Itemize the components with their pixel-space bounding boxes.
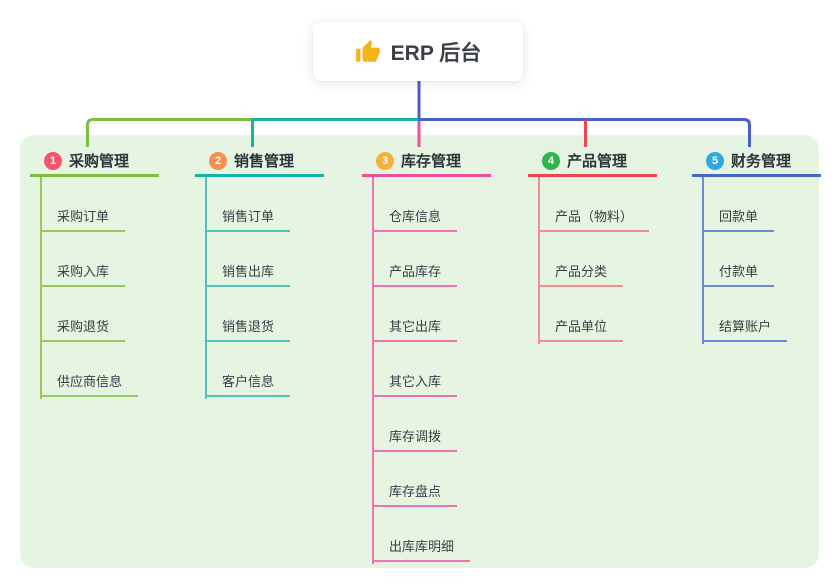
branch-column: 1 采购管理采购订单采购入库采购退货供应商信息 [30,147,165,399]
branch-label: 采购管理 [69,153,130,170]
leaf-row: 销售出库 [195,232,330,287]
branch-column: 2 销售管理销售订单销售出库销售退货客户信息 [195,147,330,399]
leaf-row: 采购退货 [30,287,165,342]
leaf-row: 其它入库 [362,342,497,397]
leaf-node[interactable]: 采购订单 [40,206,126,232]
branch-vertical-line [372,177,374,564]
leaf-node[interactable]: 付款单 [702,261,775,287]
branch-node[interactable]: 1 采购管理 [30,147,159,177]
leaf-node[interactable]: 销售出库 [205,261,291,287]
leaf-row: 付款单 [692,232,827,287]
branch-label: 财务管理 [731,153,792,170]
branch-node[interactable]: 2 销售管理 [195,147,324,177]
leaf-node[interactable]: 其它出库 [372,316,458,342]
leaf-row: 产品分类 [528,232,663,287]
root-node[interactable]: ERP 后台 [313,22,523,81]
leaf-node[interactable]: 销售订单 [205,206,291,232]
branch-label: 产品管理 [567,153,628,170]
leaf-row: 销售退货 [195,287,330,342]
branch-number-badge: 3 [376,151,394,170]
leaf-node[interactable]: 供应商信息 [40,371,139,397]
leaf-row: 仓库信息 [362,177,497,232]
leaf-row: 销售订单 [195,177,330,232]
leaf-node[interactable]: 产品库存 [372,261,458,287]
leaf-node[interactable]: 其它入库 [372,371,458,397]
branch-node[interactable]: 5 财务管理 [692,147,821,177]
leaf-node[interactable]: 产品单位 [538,316,624,342]
leaf-node[interactable]: 库存调拨 [372,426,458,452]
leaf-node[interactable]: 库存盘点 [372,481,458,507]
leaf-row: 出库库明细 [362,507,497,562]
branch-number-badge: 1 [44,151,62,170]
leaf-node[interactable]: 仓库信息 [372,206,458,232]
leaf-node[interactable]: 产品（物料） [538,206,650,232]
branch-node[interactable]: 4 产品管理 [528,147,657,177]
leaf-row: 供应商信息 [30,342,165,397]
branch-column: 3 库存管理仓库信息产品库存其它出库其它入库库存调拨库存盘点出库库明细 [362,147,497,564]
leaf-node[interactable]: 出库库明细 [372,536,471,562]
thumbs-up-icon [355,39,381,65]
branch-column: 4 产品管理产品（物料） 产品分类产品单位 [528,147,663,344]
root-title: ERP 后台 [390,41,482,65]
leaf-row: 产品单位 [528,287,663,342]
mindmap-canvas [20,135,819,568]
leaf-row: 库存调拨 [362,397,497,452]
branch-column: 5 财务管理回款单付款单结算账户 [692,147,827,344]
branch-node[interactable]: 3 库存管理 [362,147,491,177]
leaf-node[interactable]: 采购退货 [40,316,126,342]
branch-label: 库存管理 [401,153,462,170]
leaf-row: 产品库存 [362,232,497,287]
branch-number-badge: 4 [542,151,560,170]
leaf-node[interactable]: 采购入库 [40,261,126,287]
leaf-row: 采购订单 [30,177,165,232]
leaf-row: 采购入库 [30,232,165,287]
branch-vertical-line [702,177,704,344]
leaf-row: 客户信息 [195,342,330,397]
leaf-node[interactable]: 回款单 [702,206,775,232]
branch-number-badge: 5 [706,151,724,170]
branch-label: 销售管理 [234,153,295,170]
leaf-node[interactable]: 客户信息 [205,371,291,397]
leaf-row: 其它出库 [362,287,497,342]
leaf-node[interactable]: 结算账户 [702,316,788,342]
branch-number-badge: 2 [209,151,227,170]
leaf-row: 结算账户 [692,287,827,342]
leaf-row: 回款单 [692,177,827,232]
branch-vertical-line [205,177,207,399]
leaf-node[interactable]: 销售退货 [205,316,291,342]
branch-vertical-line [40,177,42,399]
leaf-node[interactable]: 产品分类 [538,261,624,287]
leaf-row: 产品（物料） [528,177,663,232]
leaf-row: 库存盘点 [362,452,497,507]
branch-vertical-line [538,177,540,344]
